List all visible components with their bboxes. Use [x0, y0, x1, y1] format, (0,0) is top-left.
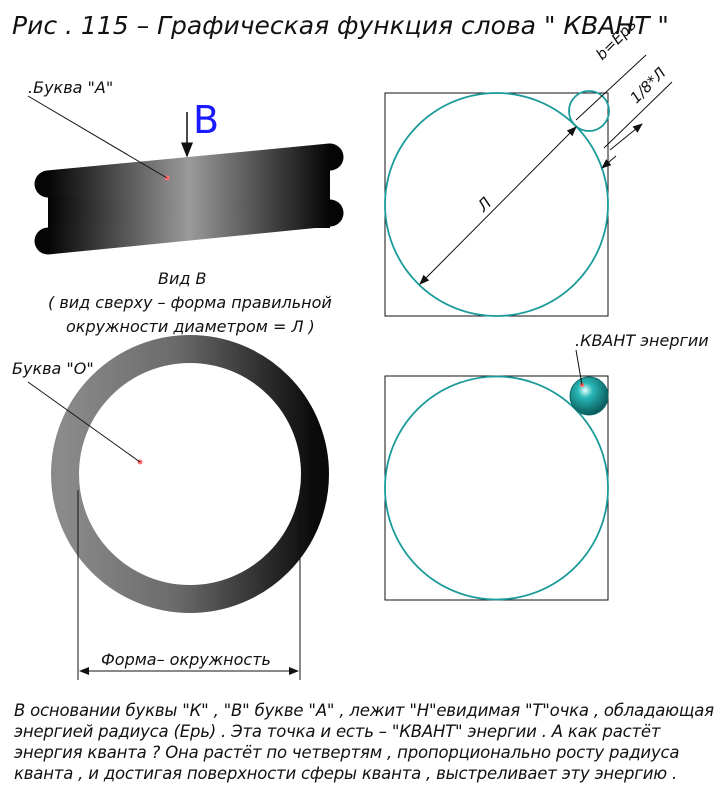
ext-line-1: [575, 54, 647, 121]
figure-title: Рис . 115 – Графическая функция слова " …: [12, 11, 669, 40]
letter-a-leader: [27, 95, 168, 179]
view-b-letter: В: [193, 98, 219, 142]
eighth-dim-arrow-b: [601, 155, 617, 169]
top-square: [384, 92, 609, 317]
quantum-sphere: [569, 376, 609, 416]
letter-o-shape: [51, 335, 329, 613]
caption-line-1: В основании буквы "К" , "В" букве "А" , …: [14, 701, 714, 720]
caption-line-4: кванта , и достигая поверхности сферы кв…: [14, 764, 678, 783]
small-circle: [568, 90, 610, 132]
diameter-dimension: [419, 126, 577, 285]
quantum-leader: [575, 349, 583, 386]
view-b-title: Вид В: [158, 269, 207, 288]
quantum-label: .КВАНТ энергии: [575, 331, 709, 350]
letter-a-shape: [34, 143, 344, 255]
letter-a-bottom-stroke: [34, 199, 344, 255]
letter-o-leader: [27, 381, 141, 463]
bottom-circle: [384, 375, 609, 601]
caption-line-3: энергия кванта ? Она растёт по четвертям…: [14, 743, 680, 762]
letter-a-label: .Буква "А": [28, 78, 113, 97]
letter-o-label: Буква "О": [12, 359, 94, 378]
letter-a-top-stroke: [34, 143, 344, 198]
letter-o-ring: [51, 335, 329, 613]
shape-label: Форма– окружность: [101, 650, 271, 669]
bottom-right-diagram: [384, 375, 609, 601]
eighth-dim-arrow-a: [609, 123, 643, 151]
view-b-line2: ( вид сверху – форма правильной: [48, 293, 332, 312]
caption-text: В основании буквы "К" , "В" букве "А" , …: [14, 700, 719, 784]
ext-line-2: [603, 81, 673, 149]
caption-line-2: энергией радиуса (Ерь) . Эта точка и ест…: [14, 722, 661, 741]
top-circle: [384, 92, 609, 317]
view-b-line3: окружности диаметром = Л ): [66, 317, 315, 336]
top-right-diagram: Л 1/8*Л b=Ерь: [384, 16, 673, 317]
dim-eighth-label: 1/8*Л: [626, 64, 669, 107]
dim-l-label: Л: [473, 193, 496, 216]
